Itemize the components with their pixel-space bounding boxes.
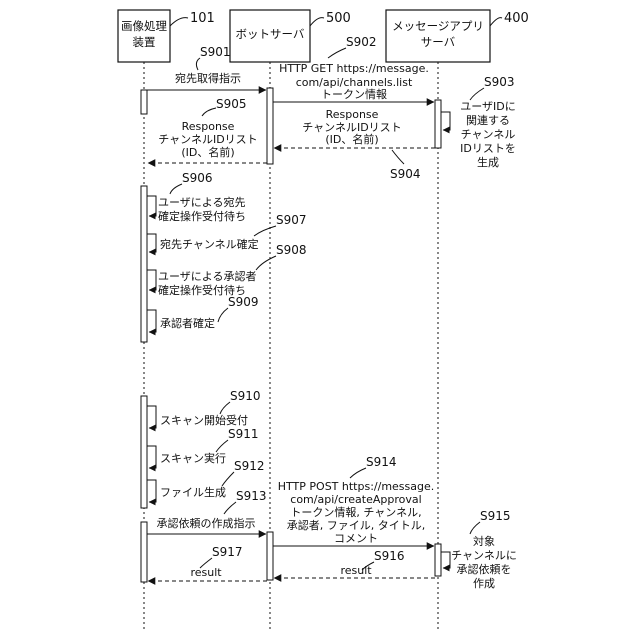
step-label-s904-line-1: Response <box>326 108 379 121</box>
step-leader-s913 <box>224 502 236 514</box>
activation-msg-2 <box>435 544 441 576</box>
step-label-s915-line-2: チャンネルに <box>451 549 517 562</box>
step-label-s903-line-3: チャンネル <box>461 128 516 141</box>
activation-image-2 <box>141 186 147 342</box>
step-label-s903-line-1: ユーザIDに <box>460 100 516 113</box>
step-leader-s904 <box>392 150 404 164</box>
step-label-s903-line-4: IDリストを <box>460 142 516 155</box>
step-label-s911: スキャン実行 <box>160 451 226 465</box>
step-id-s910: S910 <box>230 389 261 403</box>
step-leader-s914 <box>350 468 366 478</box>
lifeline-ref-msg: 400 <box>504 11 529 26</box>
self-call-s903 <box>441 112 450 130</box>
self-call-s909 <box>147 310 156 332</box>
activation-bot-2 <box>267 532 273 580</box>
step-label-s905-line-2: チャンネルIDリスト <box>158 133 257 146</box>
step-label-s907: 宛先チャンネル確定 <box>160 237 259 251</box>
self-call-s906 <box>147 196 156 216</box>
activation-msg-1 <box>435 100 441 148</box>
self-call-s908 <box>147 270 156 290</box>
step-leader-s906 <box>170 184 182 194</box>
step-leader-s908 <box>256 256 276 270</box>
step-label-s902-line-3: トークン情報 <box>321 88 387 101</box>
activation-image-3 <box>141 396 147 508</box>
lifeline-ref-image: 101 <box>190 11 215 26</box>
step-id-s908: S908 <box>276 243 307 257</box>
step-label-s916: result <box>340 564 372 577</box>
step-id-s903: S903 <box>484 75 515 89</box>
ref-leader-image <box>170 18 188 26</box>
activation-bot-1 <box>267 88 273 164</box>
lifeline-name-image-line-1: 画像処理 <box>121 19 167 33</box>
step-id-s907: S907 <box>276 213 307 227</box>
step-leader-s909 <box>218 308 228 322</box>
step-leader-s905 <box>202 108 216 116</box>
step-label-s903-line-2: 関連する <box>466 113 510 127</box>
lifeline-header-image-processor: 画像処理 装置 <box>118 10 170 62</box>
step-leader-s901 <box>196 58 200 70</box>
step-label-s914-line-3: トークン情報, チャンネル, <box>290 506 421 519</box>
step-id-s901: S901 <box>200 45 231 59</box>
step-label-s908-line-1: ユーザによる承認者 <box>158 269 256 283</box>
step-label-s912: ファイル生成 <box>160 485 226 499</box>
ref-leader-bot <box>310 18 324 26</box>
step-label-s915-line-3: 承認依頼を <box>457 562 512 576</box>
step-id-s904: S904 <box>390 167 421 181</box>
ref-leader-msg <box>490 18 502 26</box>
self-call-s910 <box>147 406 156 428</box>
step-label-s913: 承認依頼の作成指示 <box>157 516 256 530</box>
step-leader-s912 <box>222 472 234 486</box>
step-label-s909: 承認者確定 <box>160 316 215 330</box>
step-label-s905-line-3: (ID、名前) <box>181 145 234 159</box>
lifeline-header-bot-server: ボットサーバ <box>230 10 310 62</box>
step-id-s906: S906 <box>182 171 213 185</box>
step-id-s915: S915 <box>480 509 511 523</box>
step-leader-s903 <box>470 88 484 100</box>
step-label-s915-line-4: 作成 <box>473 577 495 590</box>
self-call-s912 <box>147 480 156 502</box>
step-label-s906-line-1: ユーザによる宛先 <box>158 195 245 209</box>
step-id-s914: S914 <box>366 455 397 469</box>
step-leader-s907 <box>254 226 276 236</box>
step-label-s903-line-5: 生成 <box>477 155 499 169</box>
step-label-s905-line-1: Response <box>182 120 235 133</box>
lifeline-name-image-line-2: 装置 <box>133 35 156 49</box>
step-id-s909: S909 <box>228 295 259 309</box>
step-label-s904-line-3: (ID、名前) <box>325 132 378 146</box>
lifeline-ref-bot: 500 <box>326 11 351 26</box>
step-id-s911: S911 <box>228 427 259 441</box>
self-call-s915 <box>441 552 450 568</box>
activation-image-1 <box>141 90 147 114</box>
step-label-s917: result <box>190 566 222 579</box>
step-label-s910: スキャン開始受付 <box>160 413 248 427</box>
lifeline-header-message-server: メッセージアプリ サーバ <box>386 10 490 62</box>
lifeline-name-bot-line-1: ボットサーバ <box>236 27 305 41</box>
step-label-s914-line-2: com/api/createApproval <box>290 493 421 506</box>
step-id-s916: S916 <box>374 549 405 563</box>
step-label-s906-line-2: 確定操作受付待ち <box>158 209 246 223</box>
step-label-s902-line-1: HTTP GET https://message. <box>279 62 429 75</box>
step-leader-s915 <box>470 522 480 534</box>
activation-image-4 <box>141 522 147 582</box>
step-id-s913: S913 <box>236 489 267 503</box>
self-call-s907 <box>147 234 156 252</box>
step-id-s905: S905 <box>216 97 247 111</box>
self-call-s911 <box>147 446 156 468</box>
step-id-s912: S912 <box>234 459 265 473</box>
step-id-s902: S902 <box>346 35 377 49</box>
lifeline-name-msg-line-2: サーバ <box>421 35 456 49</box>
step-id-s917: S917 <box>212 545 243 559</box>
step-label-s914-line-1: HTTP POST https://message. <box>278 480 435 493</box>
step-label-s914-line-4: 承認者, ファイル, タイトル, <box>287 518 425 532</box>
step-label-s901: 宛先取得指示 <box>175 71 241 85</box>
lifeline-name-msg-line-1: メッセージアプリ <box>392 19 484 33</box>
step-leader-s911 <box>216 440 228 452</box>
step-label-s915-line-1: 対象 <box>473 534 495 548</box>
step-label-s914-line-5: コメント <box>334 532 378 545</box>
step-leader-s902 <box>328 48 346 58</box>
step-leader-s910 <box>220 402 230 414</box>
